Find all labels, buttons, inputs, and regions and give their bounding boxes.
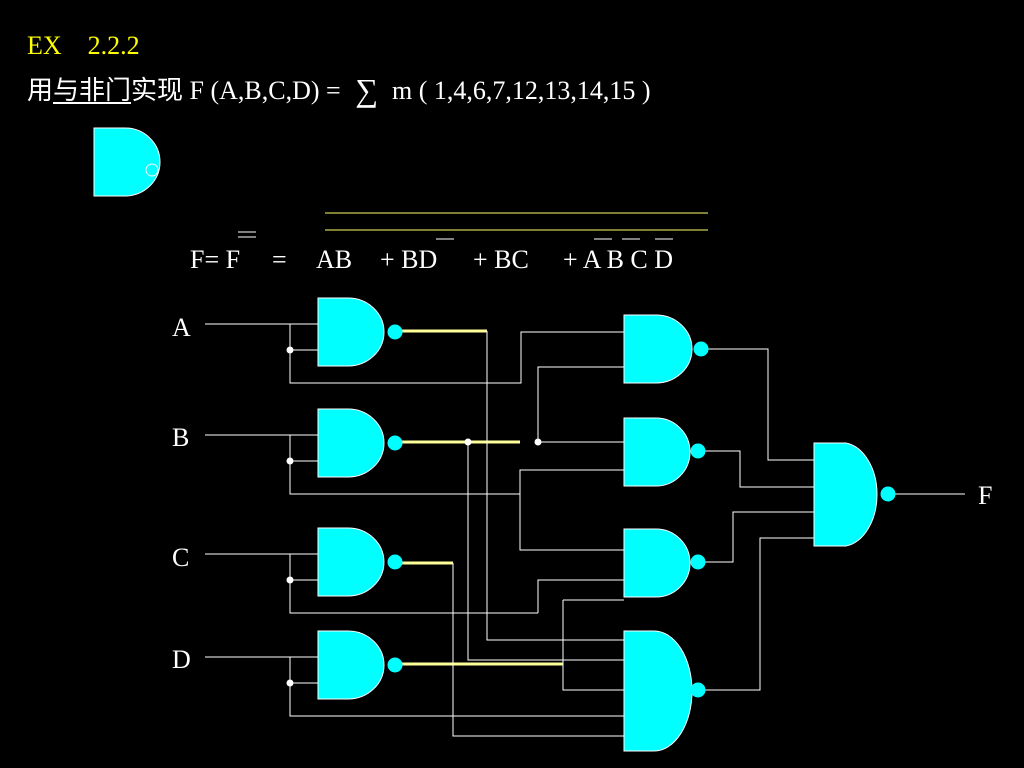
task-minterm-list: m ( 1,4,6,7,12,13,14,15 )	[392, 76, 651, 105]
term-ab: AB	[316, 245, 352, 274]
equation-lhs: F= F	[190, 245, 240, 274]
junction-dots	[286, 346, 542, 687]
exercise-title: EX 2.2.2	[27, 31, 140, 60]
second-level-wires	[452, 331, 624, 737]
input-label-b: B	[172, 423, 189, 452]
nand-gate-bc	[623, 528, 706, 598]
nand-gate-bd	[623, 417, 706, 487]
final-gate-input-wires	[705, 348, 965, 691]
sigma-symbol: ∑	[355, 72, 379, 108]
inverter-gate-c	[317, 527, 403, 597]
equation-equals: =	[272, 245, 287, 274]
input-label-d: D	[172, 645, 191, 674]
nand-gate-ab	[623, 314, 709, 384]
task-statement: 用与非门实现 F (A,B,C,D) = ∑ m ( 1,4,6,7,12,13,…	[27, 73, 651, 108]
term-bc: + BC	[473, 245, 529, 274]
complement-highlight-wires	[402, 329, 563, 666]
inverter-gate-b	[317, 408, 403, 478]
inverter-gate-a	[317, 297, 403, 367]
output-nand-gate	[813, 442, 896, 547]
input-wires	[205, 323, 624, 717]
task-function-definition: 实现 F (A,B,C,D) =	[131, 76, 348, 105]
nand-gate-abcd	[623, 630, 706, 752]
output-label-f: F	[978, 481, 992, 510]
legend-nand-gate-icon	[93, 127, 161, 197]
input-label-c: C	[172, 543, 189, 572]
task-prefix: 用	[27, 76, 54, 105]
inverter-gate-d	[317, 630, 403, 700]
task-nand-gate-term: 与非门	[53, 76, 132, 105]
input-label-a: A	[172, 313, 191, 342]
term-bd: + BD	[380, 245, 437, 274]
term-abcd: + A B C D	[563, 245, 673, 274]
